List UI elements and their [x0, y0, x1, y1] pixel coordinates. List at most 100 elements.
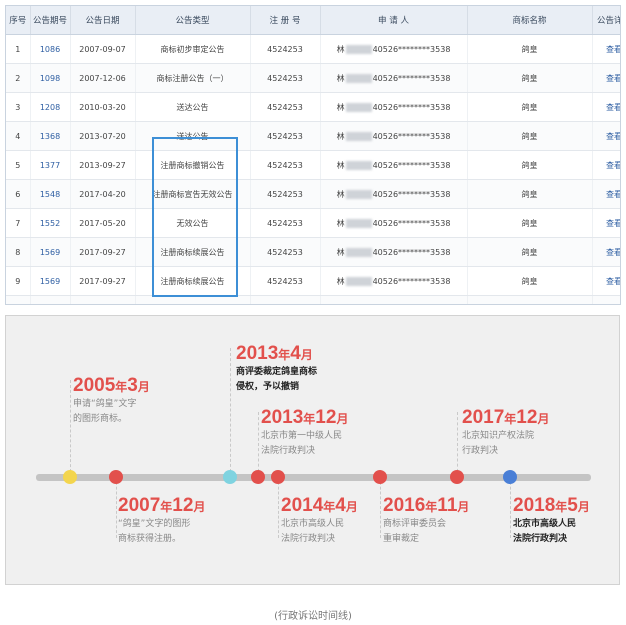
cell-reg: 4524253 [250, 150, 321, 180]
cell-reg: 4524253 [250, 295, 321, 304]
timeline-dot [450, 470, 464, 484]
applicant-id: 40526********3538 [372, 44, 451, 54]
cell-issue[interactable]: 1377 [30, 150, 71, 180]
cell-detail[interactable]: 查看 [592, 237, 620, 267]
cell-mark: 鸽皇 [467, 179, 593, 209]
cell-mark: 鸽皇 [467, 208, 593, 238]
timeline-event: 2013年12月北京市第一中级人民法院行政判决 [261, 408, 348, 457]
cell-reg: 4524253 [250, 63, 321, 93]
timeline-connector [258, 412, 259, 477]
event-month-suffix: 月 [137, 380, 150, 394]
cell-detail[interactable]: 查看 [592, 92, 620, 122]
event-description: 北京市高级人民 [513, 519, 577, 529]
timeline-connector [116, 477, 117, 538]
cell-type: 送达公告 [135, 92, 251, 122]
cell-seq: 7 [6, 208, 31, 238]
event-year-suffix: 年 [504, 412, 517, 426]
event-description: 商标评审委员会 [383, 519, 447, 529]
cell-seq: 6 [6, 179, 31, 209]
event-month-suffix: 月 [537, 412, 550, 426]
event-month-suffix: 月 [345, 500, 358, 514]
cell-issue[interactable]: 1569 [30, 266, 71, 296]
cell-mark: 鸽皇 [467, 295, 593, 304]
event-description: 商评委裁定鸽皇商标 [236, 367, 318, 377]
timeline-connector [510, 477, 511, 538]
cell-detail[interactable]: 查看 [592, 208, 620, 238]
cell-reg: 4524253 [250, 121, 321, 151]
cell-detail[interactable]: 查看 [592, 179, 620, 209]
table-header-row: 序号 公告期号 公告日期 公告类型 注 册 号 申 请 人 商标名称 公告详情 [6, 6, 620, 35]
event-date: 2014年4月 [281, 496, 358, 515]
cell-seq: 4 [6, 121, 31, 151]
cell-reg: 4524253 [250, 208, 321, 238]
cell-date: 2007-09-07 [70, 34, 136, 64]
cell-date: 2017-04-20 [70, 179, 136, 209]
cell-detail[interactable]: 查看 [592, 266, 620, 296]
event-date: 2013年4月 [236, 344, 317, 363]
event-date: 2017年12月 [462, 408, 549, 427]
cell-type: 注册商标续展公告 [135, 266, 251, 296]
cell-detail[interactable]: 查看 [592, 295, 620, 304]
cell-type: 商标初步审定公告 [135, 34, 251, 64]
cell-issue[interactable]: 1208 [30, 92, 71, 122]
cell-type: 商标注册公告（一） [135, 63, 251, 93]
timeline-event: 2005年3月申请“鸽皇”文字的图形商标。 [73, 376, 150, 425]
cell-type: 送达公告 [135, 121, 251, 151]
timeline-connector [230, 348, 231, 477]
cell-issue[interactable]: 1098 [30, 63, 71, 93]
header-mark: 商标名称 [467, 6, 593, 35]
timeline-axis [36, 474, 591, 481]
cell-date: 2013-07-20 [70, 121, 136, 151]
cell-reg: 4524253 [250, 179, 321, 209]
event-year: 2014 [281, 495, 324, 516]
event-date: 2005年3月 [73, 376, 150, 395]
event-year: 2007 [118, 495, 161, 516]
cell-seq: 2 [6, 63, 31, 93]
cell-seq: 5 [6, 150, 31, 180]
cell-detail[interactable]: 查看 [592, 150, 620, 180]
event-month-suffix: 月 [577, 500, 590, 514]
cell-issue[interactable]: 1552 [30, 208, 71, 238]
cell-issue[interactable]: 1548 [30, 179, 71, 209]
event-description: 法院行政判决 [261, 446, 316, 456]
cell-issue[interactable]: 1674 [30, 295, 71, 304]
header-seq: 序号 [6, 6, 31, 35]
event-date: 2007年12月 [118, 496, 205, 515]
header-issue: 公告期号 [30, 6, 71, 35]
header-date: 公告日期 [70, 6, 136, 35]
event-month: 12 [516, 407, 538, 428]
applicant-surname: 林 [336, 73, 345, 83]
applicant-id: 40526********3538 [372, 131, 451, 141]
cell-detail[interactable]: 查看 [592, 121, 620, 151]
cell-issue[interactable]: 1086 [30, 34, 71, 64]
cell-issue[interactable]: 1569 [30, 237, 71, 267]
redacted-name [345, 44, 372, 54]
timeline-dot [223, 470, 237, 484]
cell-issue[interactable]: 1368 [30, 121, 71, 151]
cell-reg: 4524253 [250, 237, 321, 267]
cell-type: 无效公告 [135, 208, 251, 238]
timeline-dot [503, 470, 517, 484]
event-month: 11 [437, 495, 458, 516]
cell-mark: 鸽皇 [467, 34, 593, 64]
redacted-name [345, 102, 372, 112]
header-detail: 公告详情 [592, 6, 620, 35]
cell-detail[interactable]: 查看 [592, 63, 620, 93]
event-month: 3 [127, 375, 138, 396]
cell-date: 2017-09-27 [70, 237, 136, 267]
applicant-id: 40526********3538 [372, 218, 451, 228]
event-year-suffix: 年 [323, 500, 336, 514]
timeline-dot [109, 470, 123, 484]
cell-date: 2007-12-06 [70, 63, 136, 93]
cell-detail[interactable]: 查看 [592, 34, 620, 64]
